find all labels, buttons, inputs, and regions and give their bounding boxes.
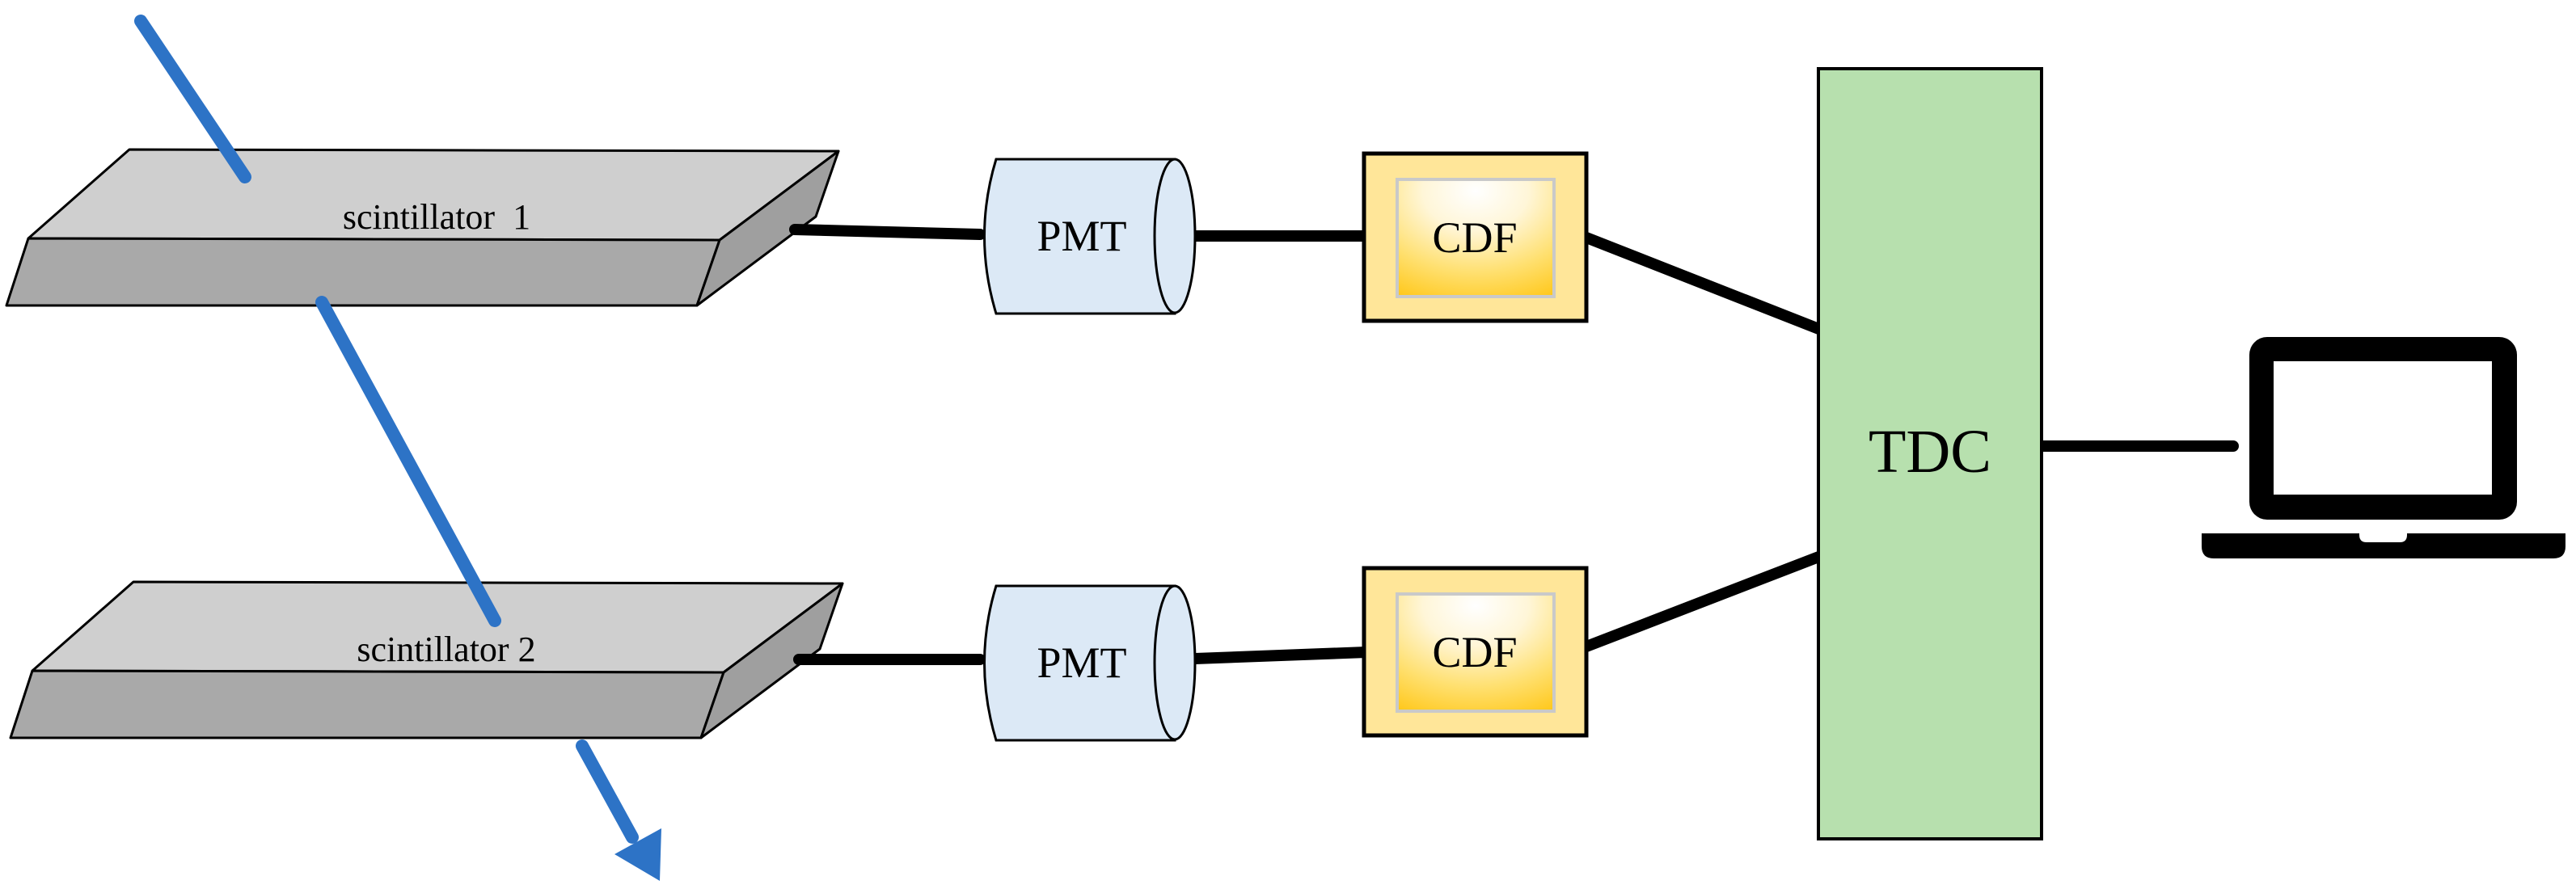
- cable-pmt2-cdf2: [1189, 647, 1372, 664]
- pmt-2-endcap: [1153, 584, 1197, 741]
- cdf-1: CDF: [1362, 151, 1589, 323]
- pmt-1-endcap: [1153, 158, 1197, 314]
- muon-track-segment-1: [134, 15, 251, 183]
- muon-track-segment-3: [576, 739, 639, 844]
- scintillator-2-label: scintillator 2: [357, 630, 535, 669]
- pmt-1: PMT: [983, 158, 1197, 315]
- scintillator-2-front-face: [9, 669, 725, 739]
- scintillator-1-front-face: [5, 237, 721, 307]
- scintillator-2-side-face: [699, 582, 844, 739]
- cdf-2: CDF: [1362, 566, 1589, 738]
- cdf-2-label: CDF: [1432, 628, 1517, 676]
- laptop-screen: [2274, 361, 2492, 495]
- pmt-2: PMT: [983, 584, 1197, 742]
- laptop-base-notch: [2359, 533, 2407, 542]
- cable-cdf1-tdc: [1581, 232, 1826, 335]
- cdf-2-inner-panel: [1396, 592, 1556, 713]
- scintillator-1-label: scintillator 1: [343, 197, 530, 237]
- cdf-1-inner-panel: [1396, 178, 1556, 298]
- muon-track-segment-2: [315, 296, 501, 627]
- scintillator-2: scintillator 2: [9, 580, 844, 739]
- laptop-base: [2202, 533, 2565, 558]
- signal-cables: [789, 224, 2239, 665]
- scintillator-1-side-face: [695, 150, 840, 307]
- pmt-2-body: [983, 584, 1176, 742]
- cable-cdf2-tdc: [1581, 550, 1826, 652]
- laptop-icon: [2202, 337, 2565, 558]
- pmt-2-label: PMT: [1037, 638, 1126, 687]
- cable-scint1-pmt1: [789, 224, 986, 240]
- pmt-1-label: PMT: [1037, 212, 1126, 260]
- tdc-box: [1817, 67, 2043, 840]
- muon-arrowhead: [614, 828, 661, 881]
- tdc-label: TDC: [1869, 418, 1991, 486]
- cdf-1-label: CDF: [1432, 213, 1517, 262]
- pmt-1-body: [983, 158, 1176, 315]
- tdc: TDC: [1817, 67, 2043, 840]
- muon-track: [134, 15, 661, 881]
- scintillator-1: scintillator 1: [5, 148, 840, 307]
